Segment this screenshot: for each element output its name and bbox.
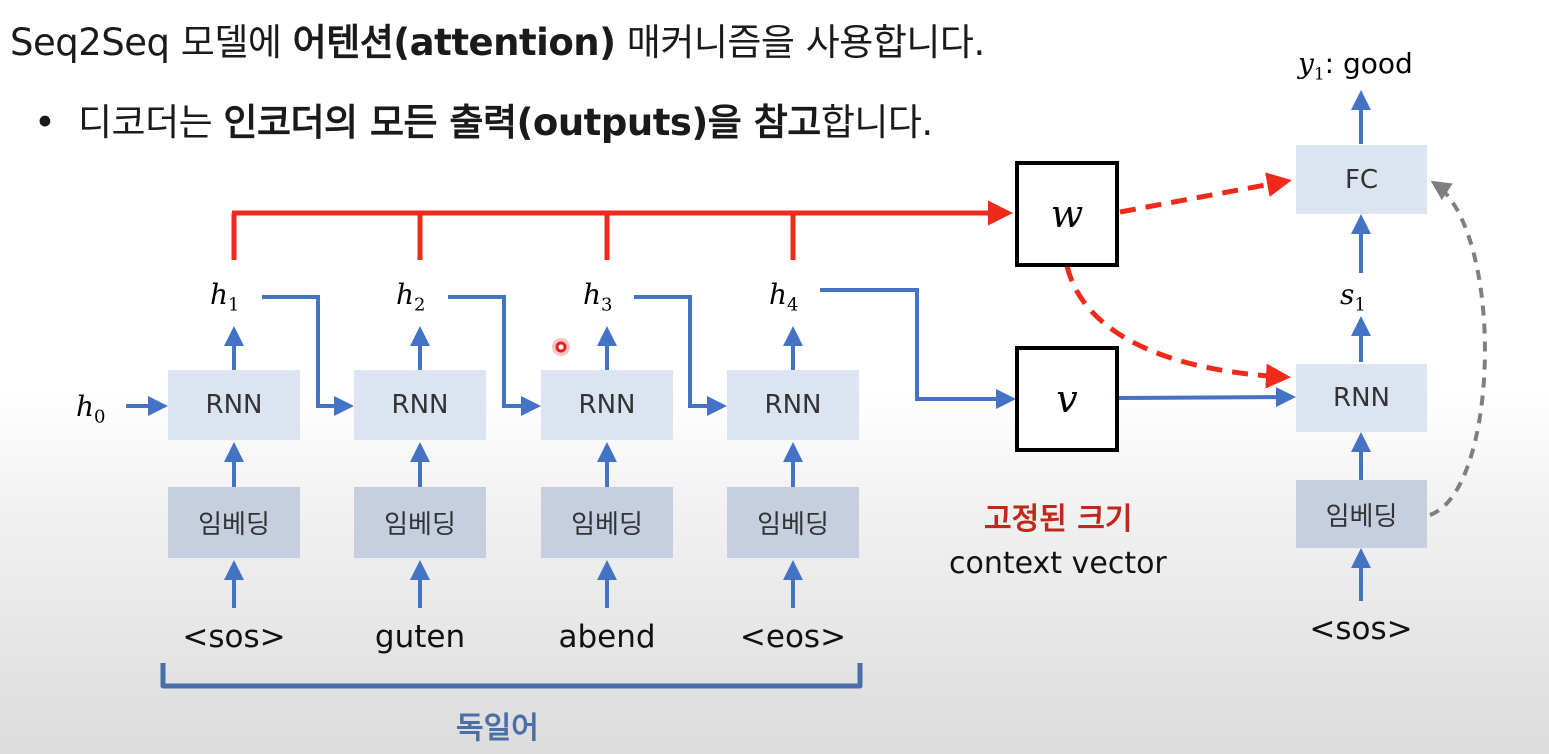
context-vector-box: v — [1015, 346, 1119, 452]
attention-weight-box: w — [1015, 161, 1119, 267]
decoder-input-token: <sos> — [1309, 611, 1413, 647]
hidden-state-h2: h2 — [396, 278, 426, 316]
hidden-state-h3: h3 — [583, 278, 613, 316]
encoder-embedding-4: 임베딩 — [727, 487, 859, 558]
attention-red-lines — [231, 200, 1013, 260]
encoder-token-2: guten — [374, 619, 466, 655]
hidden-state-h0: h0 — [76, 390, 106, 428]
encoder-embedding-2: 임베딩 — [354, 487, 486, 558]
title-bold: 어텐션(attention) — [292, 21, 616, 64]
hidden-state-h4: h4 — [769, 278, 799, 316]
bullet-line: •디코더는 인코더의 모든 출력(outputs)을 참고합니다. — [34, 101, 933, 144]
context-vector-label: context vector — [949, 546, 1167, 581]
slide-title: Seq2Seq 모델에 어텐션(attention) 매커니즘을 사용합니다. — [10, 21, 985, 64]
encoder-rnn-4: RNN — [727, 370, 859, 440]
encoder-token-4: <eos> — [739, 619, 847, 655]
laser-pointer-dot — [552, 338, 570, 356]
encoder-token-3: abend — [558, 619, 656, 655]
encoder-vertical-arrows — [224, 326, 803, 608]
encoder-token-1: <sos> — [182, 619, 286, 655]
encoder-embedding-3: 임베딩 — [541, 487, 673, 558]
bullet-dot: • — [34, 101, 56, 144]
encoder-rnn-3: RNN — [541, 370, 673, 440]
decoder-fc-box: FC — [1296, 145, 1427, 214]
decoder-state-s1: s1 — [1340, 278, 1366, 316]
source-language-label: 독일어 — [456, 711, 539, 746]
decoder-output-label: y1: good — [1298, 47, 1413, 85]
feedback-dashed-arrow — [1429, 180, 1487, 517]
encoder-embedding-1: 임베딩 — [168, 487, 300, 558]
encoder-rnn-1: RNN — [168, 370, 300, 440]
attention-dashed-arrows — [1064, 172, 1292, 389]
decoder-rnn-box: RNN — [1296, 364, 1427, 432]
fixed-size-label: 고정된 크기 — [984, 502, 1133, 537]
bullet-bold: 인코더의 모든 출력(outputs)을 참고 — [223, 101, 821, 144]
encoder-recurrent-arrows — [126, 288, 1296, 416]
encoder-bracket — [160, 663, 863, 689]
hidden-state-h1: h1 — [210, 278, 240, 316]
encoder-rnn-2: RNN — [354, 370, 486, 440]
decoder-embedding-box: 임베딩 — [1296, 480, 1427, 548]
